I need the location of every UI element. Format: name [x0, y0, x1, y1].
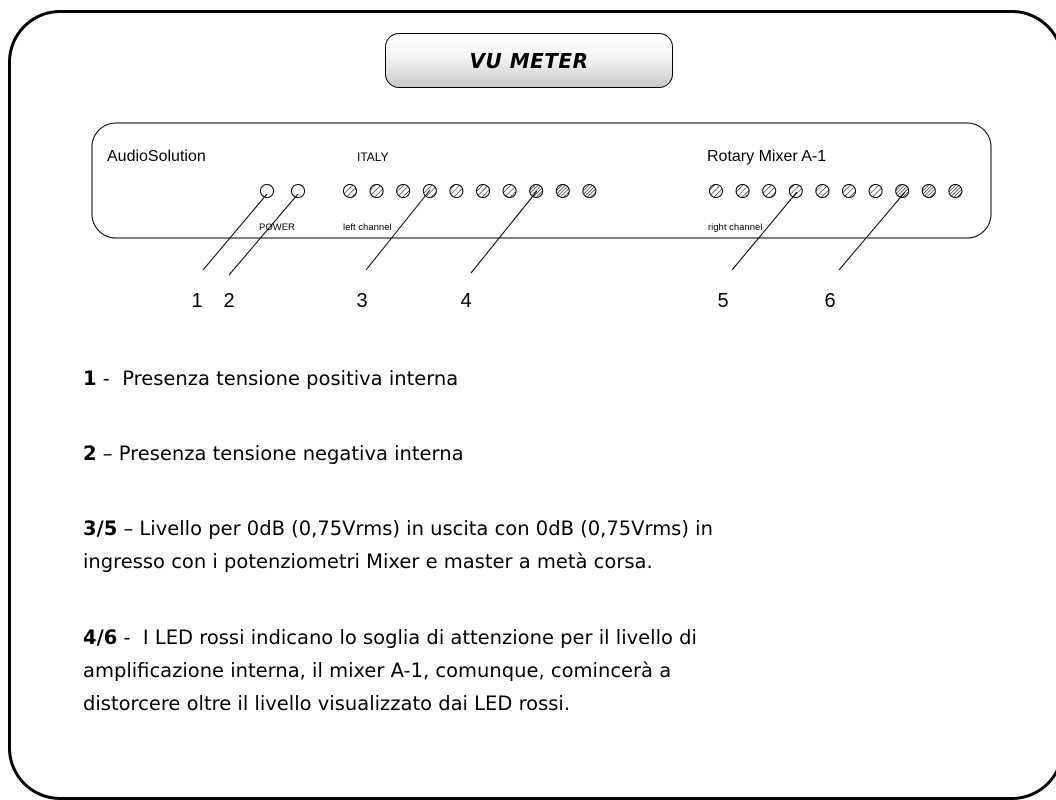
note-1-number: 1 — [83, 367, 97, 390]
right-channel-led-9 — [921, 184, 936, 198]
leader-line-5 — [731, 191, 798, 271]
left-channel-led-10 — [582, 184, 597, 198]
country-label: ITALY — [357, 150, 389, 164]
title-box: VU METER — [385, 33, 673, 88]
note-1-separator: - — [96, 367, 123, 390]
device-panel — [91, 122, 992, 239]
vu-meter-diagram: AudioSolution ITALY Rotary Mixer A-1 POW… — [91, 122, 992, 312]
leader-lines — [202, 189, 906, 276]
note-3-5-number: 3/5 — [83, 517, 118, 540]
left-channel-label: left channel — [343, 222, 392, 233]
left-channel-led-1 — [343, 184, 357, 198]
note-3-5-separator: – — [117, 517, 140, 540]
note-2-number: 2 — [83, 442, 97, 465]
note-1-line-1: Presenza tensione positiva interna — [122, 367, 459, 390]
leader-line-6 — [838, 191, 906, 271]
right-channel-led-5 — [815, 184, 830, 198]
note-2-separator: – — [96, 442, 119, 465]
note-2: 2 – Presenza tensione negativa interna — [83, 437, 464, 470]
right-channel-led-8 — [895, 184, 910, 198]
note-4-6-separator: - — [117, 626, 143, 649]
callout-4: 4 — [460, 290, 471, 312]
right-channel-led-6 — [842, 184, 856, 198]
brand-label: AudioSolution — [107, 148, 206, 165]
power-led-2 — [291, 184, 305, 198]
power-leds — [260, 184, 305, 198]
left-channel-led-2 — [369, 184, 384, 198]
note-3-5-line-1: Livello per 0dB (0,75Vrms) in uscita con… — [139, 517, 713, 540]
note-4-6-line-1: I LED rossi indicano lo soglia di attenz… — [142, 626, 697, 649]
left-channel-led-9 — [555, 184, 570, 198]
right-channel-led-7 — [868, 184, 883, 198]
note-2-line-1: Presenza tensione negativa interna — [118, 442, 464, 465]
power-led-1 — [260, 184, 274, 198]
right-channel-led-2 — [735, 184, 750, 198]
note-4-6-line-2: amplificazione interna, il mixer A-1, co… — [83, 659, 672, 682]
note-3-5: 3/5 – Livello per 0dB (0,75Vrms) in usci… — [83, 512, 713, 578]
leader-line-4 — [470, 190, 538, 274]
page-title: VU METER — [469, 48, 589, 73]
right-channel-led-3 — [762, 184, 777, 198]
right-channel-led-1 — [709, 184, 723, 198]
power-label: POWER — [259, 222, 295, 233]
callout-3: 3 — [356, 290, 367, 312]
left-channel-led-6 — [476, 184, 490, 198]
note-1: 1 - Presenza tensione positiva interna — [83, 362, 458, 395]
left-channel-led-8 — [529, 184, 544, 198]
leader-line-1 — [202, 193, 268, 271]
left-channel-led-7 — [502, 184, 517, 198]
right-channel-label: right channel — [708, 222, 762, 233]
note-4-6: 4/6 - I LED rossi indicano lo soglia di … — [83, 621, 697, 720]
model-label: Rotary Mixer A-1 — [707, 148, 826, 165]
leader-line-3 — [365, 189, 431, 271]
left-channel-led-3 — [396, 184, 411, 198]
right-channel-led-10 — [948, 184, 963, 198]
left-channel-led-5 — [449, 184, 464, 198]
callout-numbers: 1 2 3 4 5 6 — [191, 290, 835, 312]
right-channel-leds — [709, 184, 963, 198]
right-channel-led-4 — [788, 184, 803, 198]
note-3-5-line-2: ingresso con i potenziometri Mixer e mas… — [83, 550, 653, 573]
note-4-6-number: 4/6 — [83, 626, 118, 649]
callout-6: 6 — [824, 290, 835, 312]
note-4-6-line-3: distorcere oltre il livello visualizzato… — [83, 692, 571, 715]
leader-line-2 — [228, 193, 299, 276]
callout-2: 2 — [223, 290, 234, 312]
callout-1: 1 — [191, 290, 202, 312]
callout-5: 5 — [717, 290, 728, 312]
